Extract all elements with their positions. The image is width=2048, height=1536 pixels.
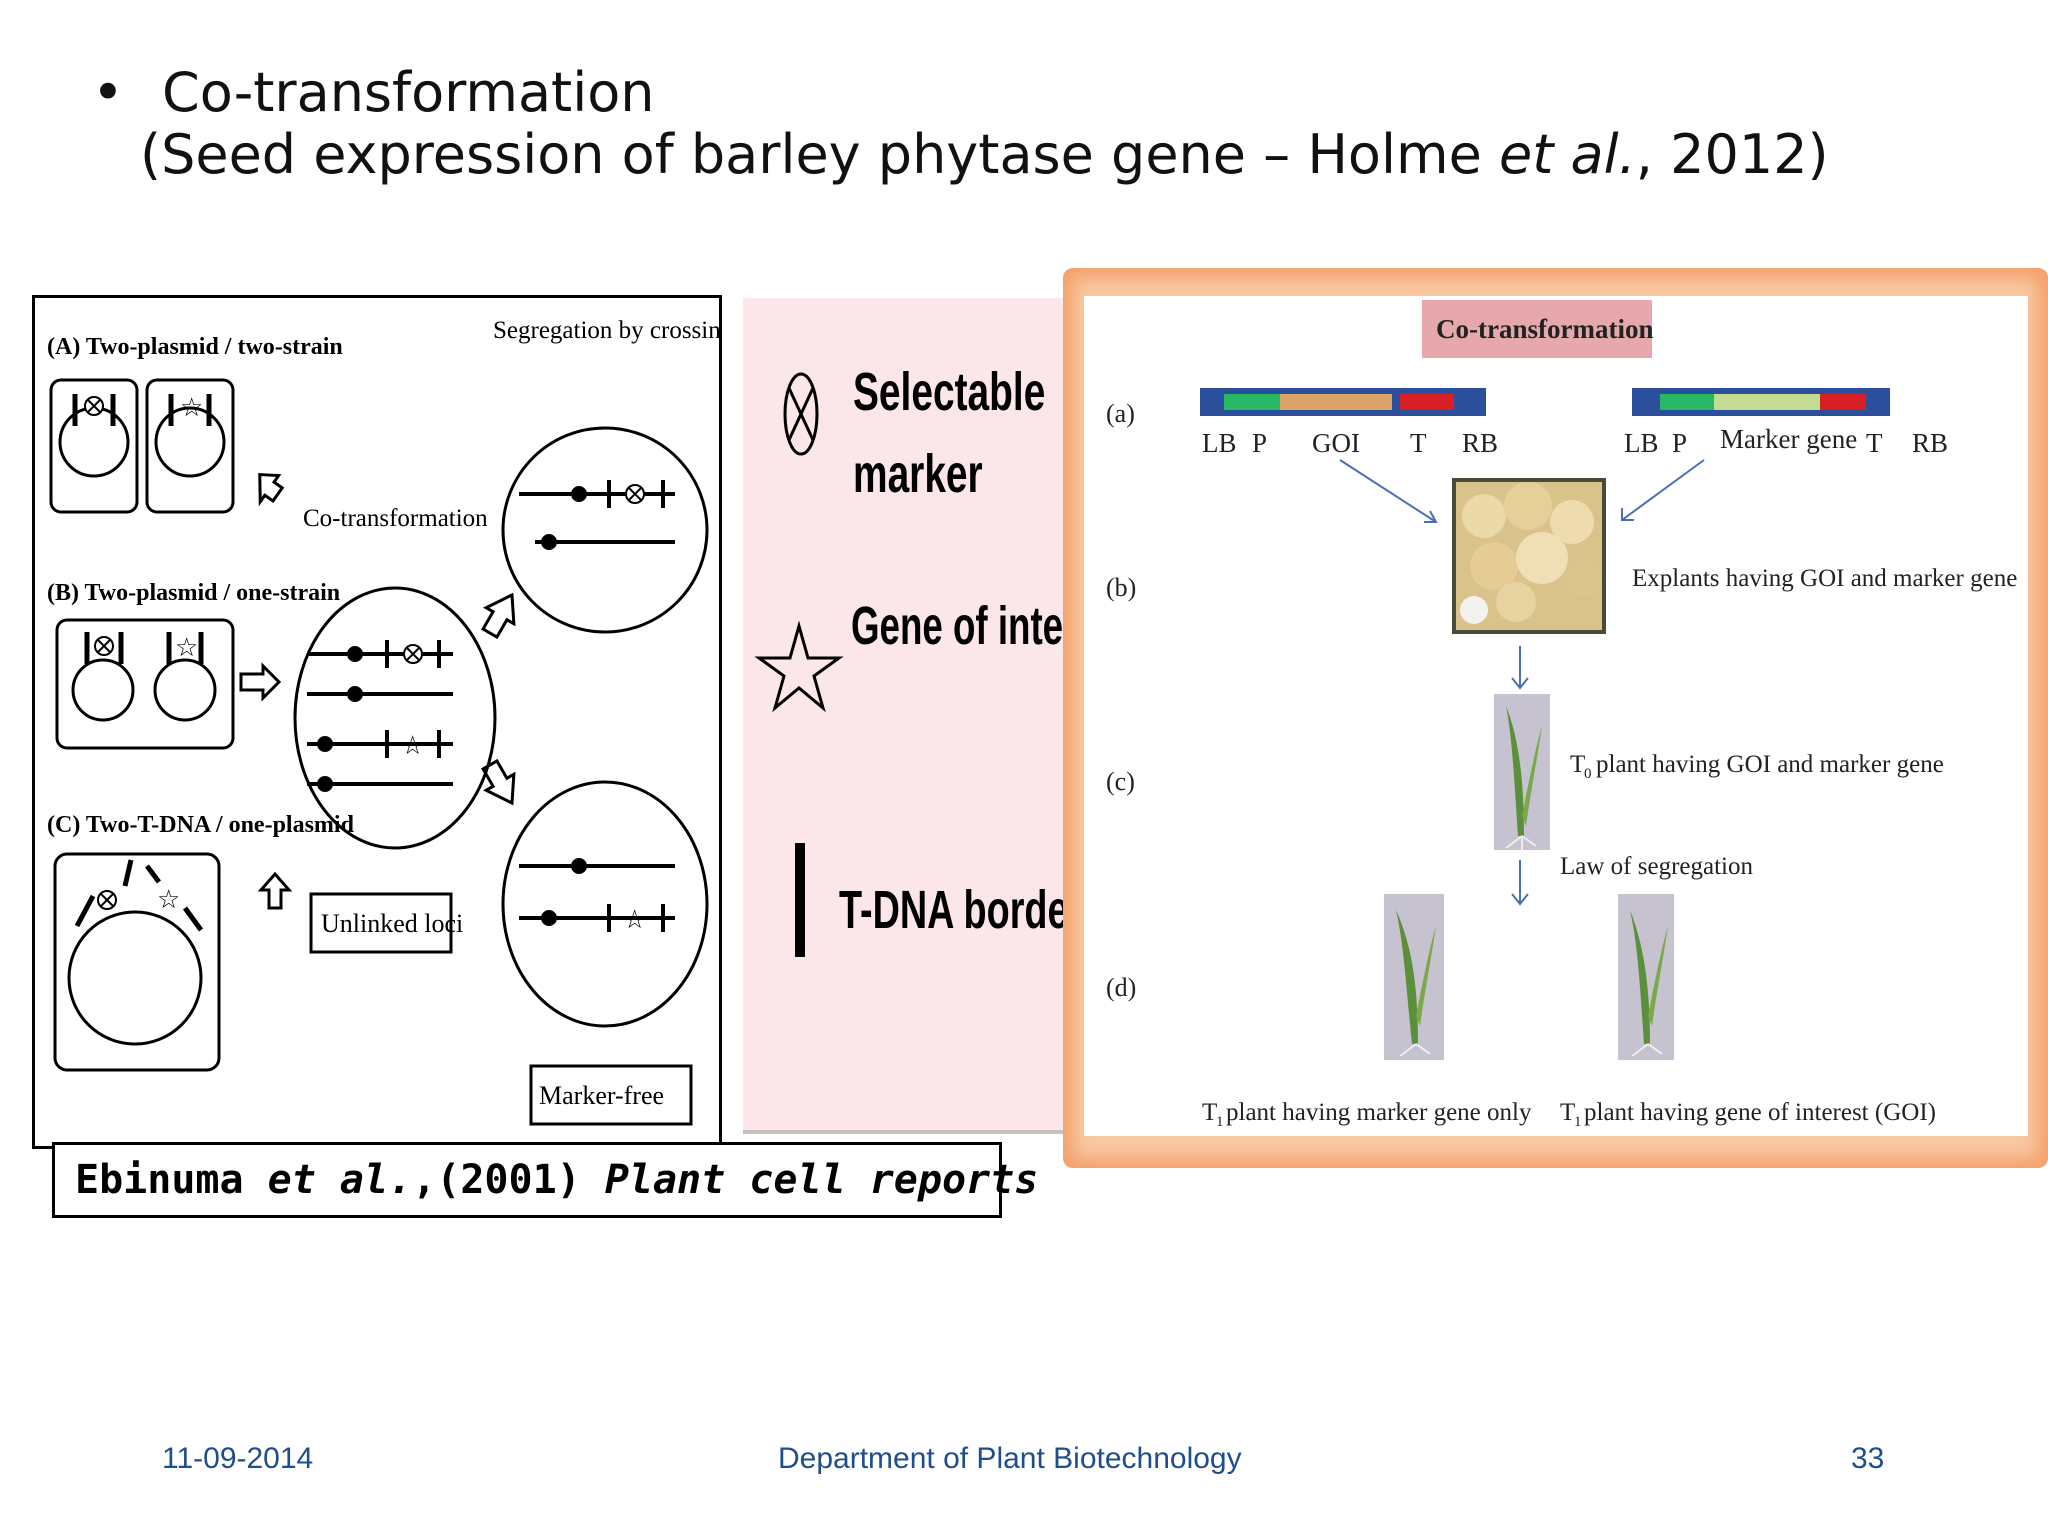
construct1-lb: LB	[1202, 428, 1237, 458]
legend-panel: Selectable marker Gene of interest T-DNA…	[743, 298, 1091, 1134]
t0-subscript: 0	[1584, 766, 1592, 782]
citation-authors: Ebinuma	[75, 1157, 268, 1203]
t0-letter: T	[1570, 751, 1585, 778]
marker-construct	[1632, 388, 1890, 416]
legend-gene-of-interest: Gene of interest	[851, 595, 1090, 656]
t1-marker-caption: plant having marker gene only	[1226, 1099, 1532, 1126]
t1-goi-letter: T	[1560, 1099, 1575, 1126]
t1-plant-marker-photo	[1384, 894, 1444, 1060]
citation-journal: Plant cell reports	[604, 1157, 1039, 1203]
page-number: 33	[1851, 1442, 1885, 1475]
t1-goi-subscript: 1	[1574, 1114, 1582, 1130]
legend-marker: marker	[853, 443, 983, 504]
label-two-plasmid-two-strain: (A) Two-plasmid / two-strain	[47, 334, 343, 360]
segregant-cell-top	[501, 426, 709, 634]
t0-plant-photo	[1494, 694, 1550, 850]
bullet: •	[92, 61, 124, 124]
convergence-arrows	[1339, 459, 1705, 523]
construct2-p: P	[1672, 428, 1687, 458]
workflow-diagram: Co-transformation (a) (b) (c) (d) LB P G…	[1106, 300, 2017, 1130]
strategies-diagram: (A) Two-plasmid / two-strain (B) Two-pla…	[47, 317, 719, 1126]
explants-caption: Explants having GOI and marker gene	[1632, 565, 2017, 592]
plasmid-b2	[153, 658, 217, 722]
explants-photo	[1452, 478, 1606, 634]
selectable-marker-icon	[783, 372, 819, 456]
label-marker-free: Marker-free	[539, 1081, 664, 1110]
step-b-label: (b)	[1106, 573, 1136, 602]
step-a-label: (a)	[1106, 399, 1135, 428]
cotransformation-strategies-figure: (A) Two-plasmid / two-strain (B) Two-pla…	[32, 295, 722, 1149]
legend-tdna-border: T-DNA border	[839, 879, 1083, 939]
segregant-cell-bottom	[501, 780, 709, 1028]
t1-goi-caption: plant having gene of interest (GOI)	[1584, 1099, 1936, 1126]
label-unlinked-loci: Unlinked loci	[321, 909, 463, 938]
step-c-label: (c)	[1106, 767, 1135, 796]
title-line-1: Co-transformation	[162, 61, 655, 124]
construct2-t: T	[1866, 428, 1883, 458]
footer-department: Department of Plant Biotechnology	[778, 1442, 1242, 1475]
construct1-p: P	[1252, 428, 1267, 458]
title-line-2: (Seed expression of barley phytase gene …	[140, 124, 1829, 186]
unlinked-loci-box	[309, 892, 453, 954]
strain-box-a1	[49, 378, 139, 514]
marker-free-box	[529, 1064, 693, 1126]
gene-star-icon: ☆	[175, 633, 198, 662]
plasmid-c	[67, 910, 203, 1046]
plasmid-a2	[154, 406, 226, 478]
t1-marker-letter: T	[1202, 1099, 1217, 1126]
process-arrows	[239, 472, 516, 910]
label-two-plasmid-one-strain: (B) Two-plasmid / one-strain	[47, 580, 340, 606]
construct1-rb: RB	[1462, 428, 1498, 458]
footer-date: 11-09-2014	[162, 1442, 314, 1475]
workflow-title-box	[1422, 300, 1652, 358]
gene-star-icon: ☆	[180, 393, 203, 422]
construct2-lb: LB	[1624, 428, 1659, 458]
borders-a	[72, 394, 212, 426]
cotransformed-cell	[293, 586, 497, 850]
legend-selectable: Selectable	[853, 361, 1045, 422]
gene-star-icon: ☆	[401, 731, 424, 760]
tdna-border-icon	[795, 843, 805, 957]
down-arrows	[1511, 646, 1529, 906]
strain-box-b	[55, 618, 235, 750]
t0-caption: plant having GOI and marker gene	[1596, 751, 1944, 778]
gene-star-icon: ☆	[623, 905, 646, 934]
strain-box-a2	[145, 378, 235, 514]
label-co-transformation: Co-transformation	[303, 505, 488, 532]
t1-plant-goi-photo	[1618, 894, 1674, 1060]
label-two-tdna-one-plasmid: (C) Two-T-DNA / one-plasmid	[47, 812, 355, 838]
goi-construct	[1200, 388, 1486, 416]
construct2-marker-gene: Marker gene	[1720, 424, 1857, 454]
legend-svg: Selectable marker Gene of interest T-DNA…	[754, 361, 1090, 957]
title-line-2-main: (Seed expression of barley phytase gene …	[140, 123, 1499, 186]
plasmid-b1	[71, 658, 135, 722]
citation-box: Ebinuma et al.,(2001) Plant cell reports	[52, 1142, 1038, 1218]
construct2-rb: RB	[1912, 428, 1948, 458]
citation-year: ,(2001)	[412, 1157, 605, 1203]
workflow-title: Co-transformation	[1436, 314, 1653, 344]
law-of-segregation: Law of segregation	[1560, 853, 1753, 880]
label-segregation-by-crossing: Segregation by crossing	[493, 317, 719, 344]
citation-et-al: et al.	[267, 1157, 413, 1203]
strain-box-c	[53, 852, 221, 1072]
construct1-t: T	[1410, 428, 1427, 458]
chromosome-lines-middle	[307, 640, 453, 786]
construct1-goi: GOI	[1312, 428, 1360, 458]
plasmid-a1	[58, 406, 130, 478]
cotransformation-workflow-figure: Co-transformation (a) (b) (c) (d) LB P G…	[1084, 296, 2028, 1136]
t1-marker-subscript: 1	[1216, 1114, 1224, 1130]
step-d-label: (d)	[1106, 973, 1136, 1002]
gene-star-icon: ☆	[157, 885, 180, 914]
title-year: , 2012)	[1635, 123, 1829, 186]
gene-star-icon	[754, 620, 844, 713]
title-et-al: et al.	[1498, 123, 1636, 186]
